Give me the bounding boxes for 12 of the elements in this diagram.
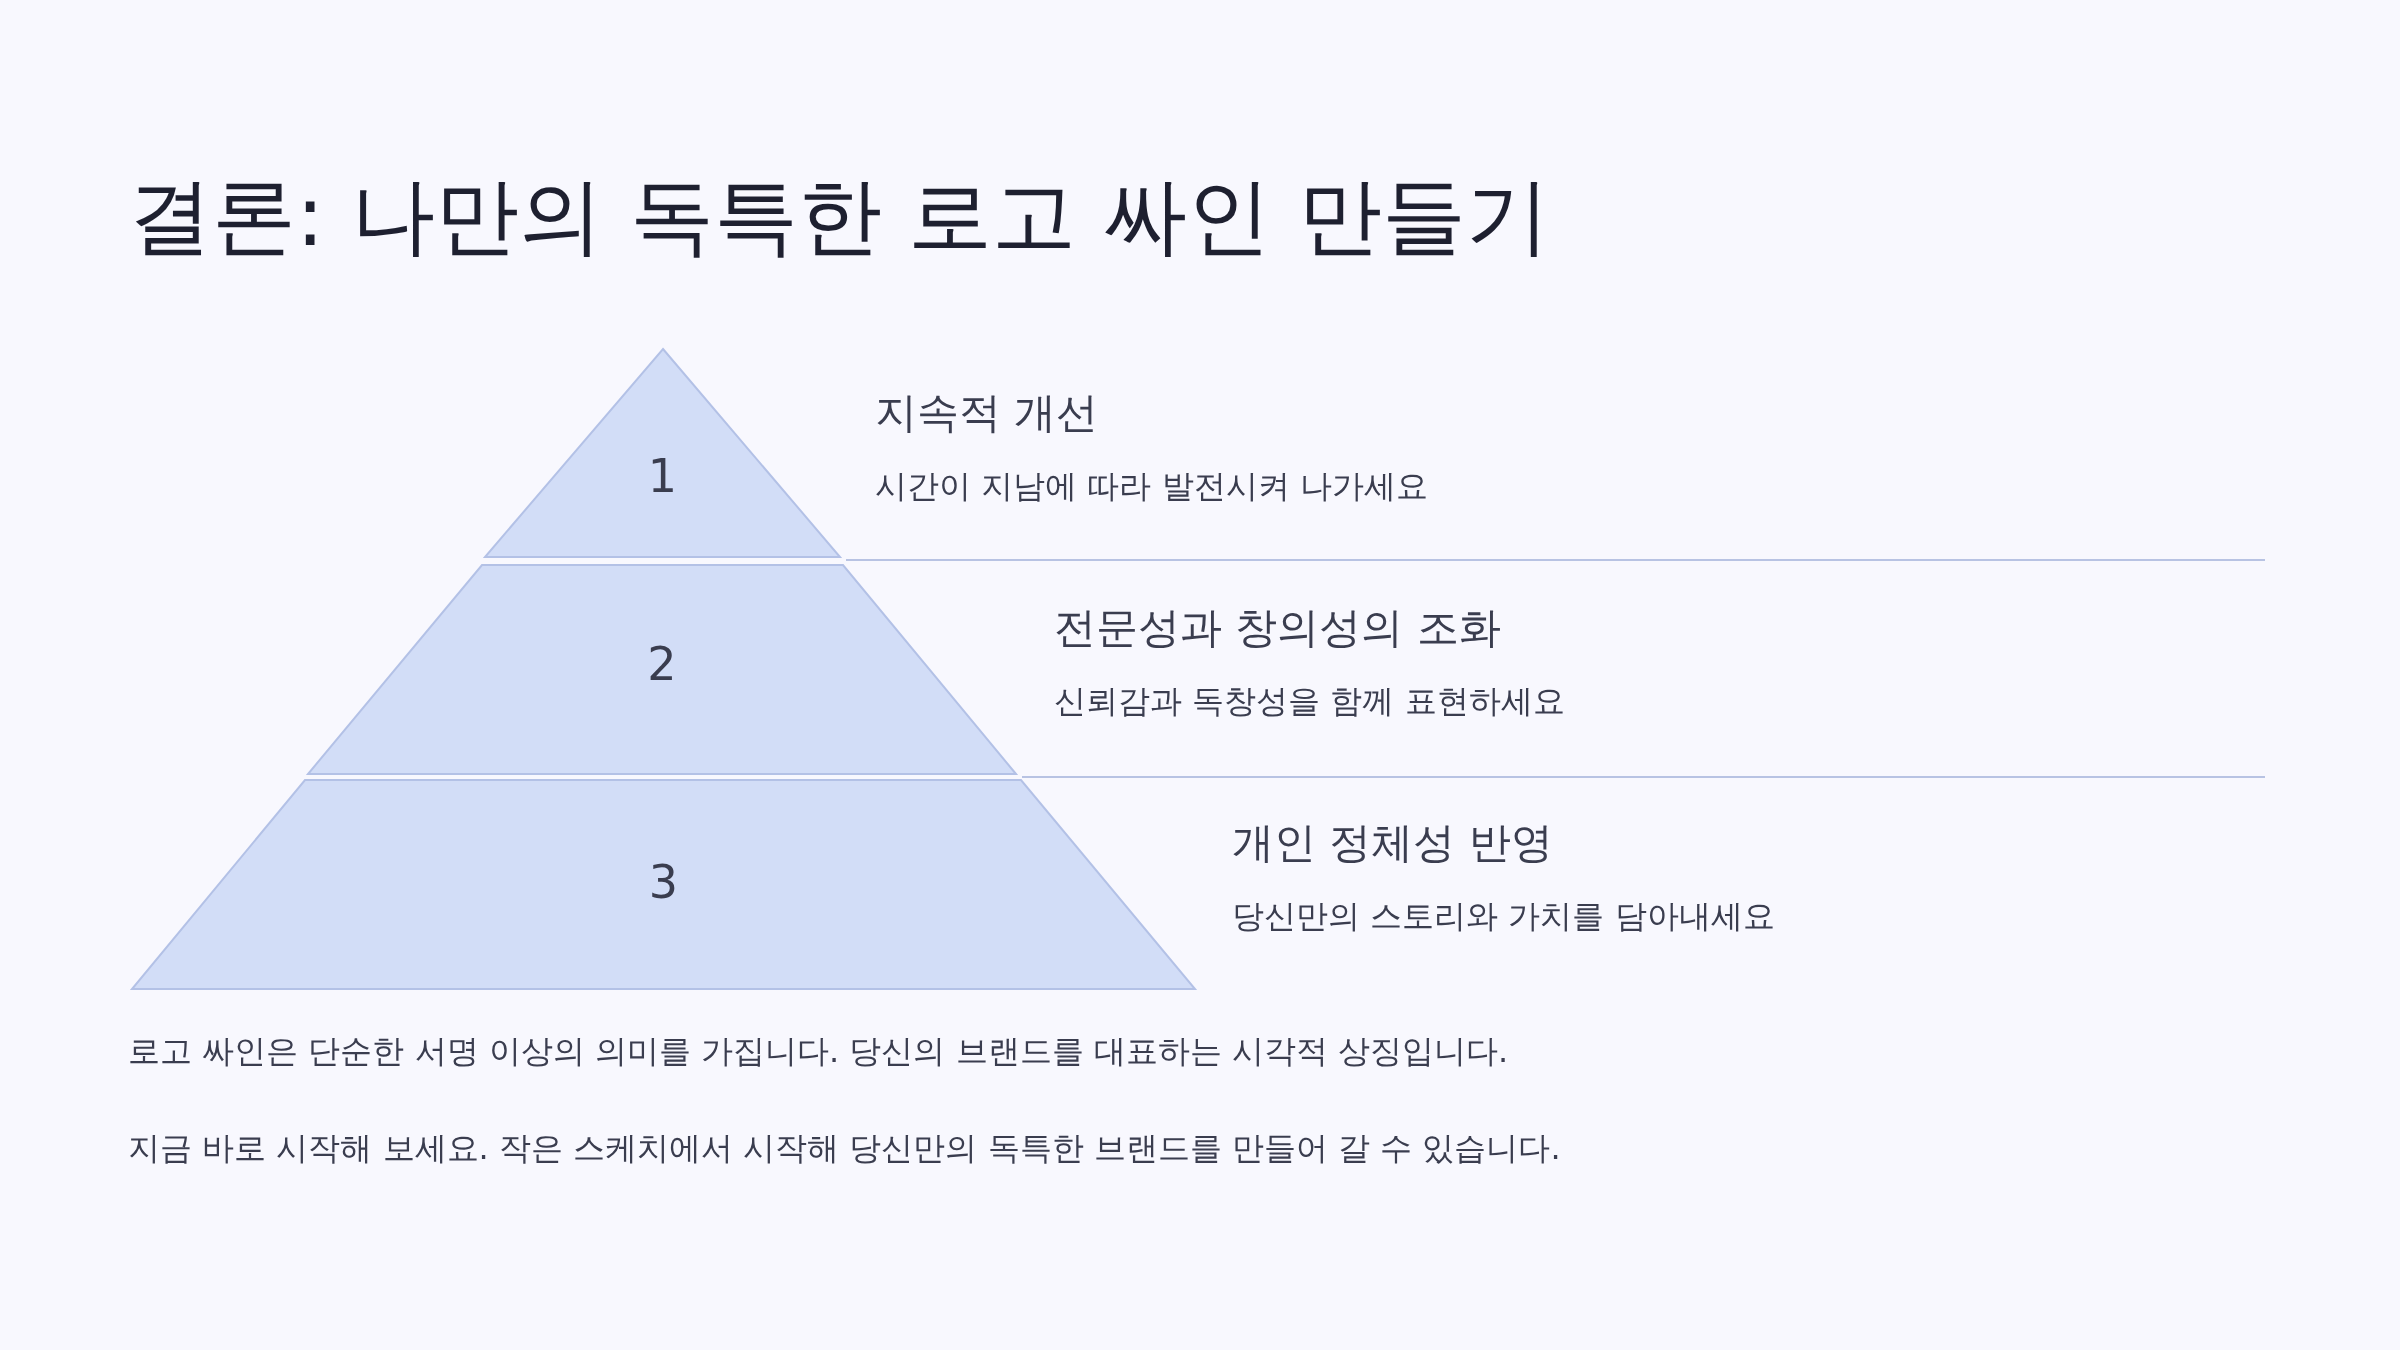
tier-description: 당신만의 스토리와 가치를 담아내세요: [1232, 896, 1775, 937]
tier-number: 3: [647, 855, 680, 909]
slide-title: 결론: 나만의 독특한 로고 싸인 만들기: [128, 166, 1550, 267]
tier-description: 신뢰감과 독창성을 함께 표현하세요: [1054, 681, 1565, 722]
body-paragraph: 로고 싸인은 단순한 서명 이상의 의미를 가집니다. 당신의 브랜드를 대표하는 시각적 상징입니다.: [128, 1031, 1509, 1072]
tier-heading: 전문성과 창의성의 조화: [1054, 602, 1501, 654]
tier-heading: 개인 정체성 반영: [1232, 817, 1553, 869]
body-paragraph: 지금 바로 시작해 보세요. 작은 스케치에서 시작해 당신만의 독특한 브랜드를 만들어 갈 수 있습니다.: [128, 1128, 1561, 1169]
tier-number: 2: [646, 637, 678, 691]
tier-heading: 지속적 개선: [875, 387, 1099, 439]
tier-description: 시간이 지남에 따라 발전시켜 나가세요: [875, 466, 1428, 507]
tier-number: 1: [646, 449, 679, 503]
